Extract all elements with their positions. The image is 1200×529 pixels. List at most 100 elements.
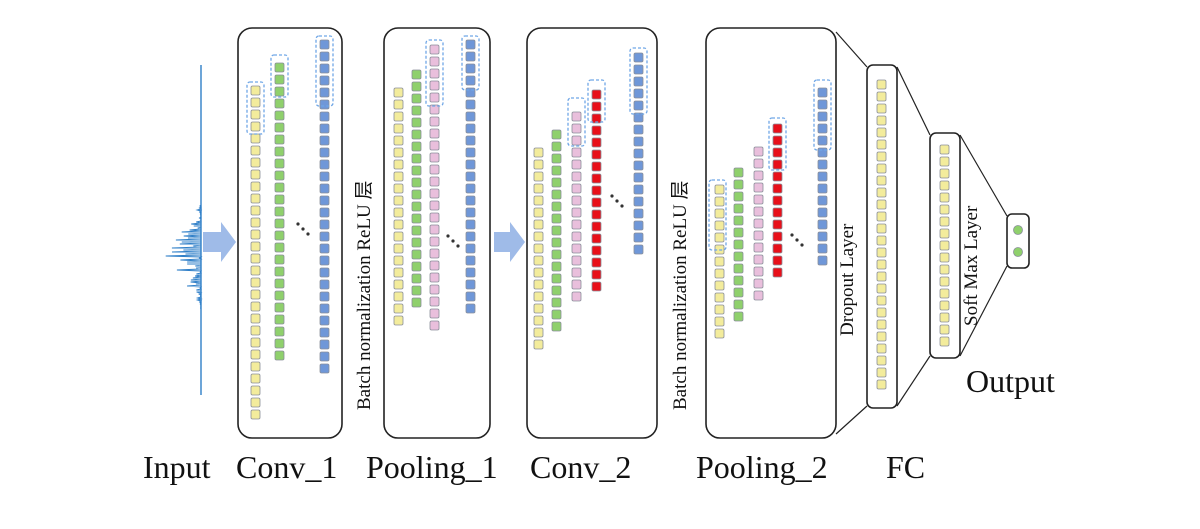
- pool1-cell-blue: [465, 135, 476, 146]
- pool2-cell-pink: [753, 266, 764, 277]
- pool1-cell-yellow: [393, 219, 404, 230]
- pool1-cell-yellow: [393, 135, 404, 146]
- conv1-cell-yellow: [250, 169, 261, 180]
- pool1-cell-yellow: [393, 159, 404, 170]
- pool2-cell-yellow: [714, 256, 725, 267]
- signal-trace: [165, 65, 203, 395]
- pool2-kernel-window: [708, 179, 727, 251]
- conv2-cell-yellow: [533, 291, 544, 302]
- pool1-cell-yellow: [393, 123, 404, 134]
- conv1-cell-yellow: [250, 157, 261, 168]
- pool2-cell-blue: [817, 171, 828, 182]
- pool1-cell-blue: [465, 303, 476, 314]
- vertical-dots-icon: [301, 227, 305, 231]
- conv2-cell-yellow: [533, 339, 544, 350]
- pool1-cell-pink: [429, 128, 440, 139]
- fc-neuron: [876, 271, 887, 282]
- conv1-cell-blue: [319, 351, 330, 362]
- conv2-cell-pink: [571, 171, 582, 182]
- conv2-cell-blue: [633, 76, 644, 87]
- softmax-box: [929, 132, 961, 359]
- conv1-cell-yellow: [250, 253, 261, 264]
- pool1-cell-blue: [465, 243, 476, 254]
- pool2-cell-blue: [817, 207, 828, 218]
- pool1-cell-yellow: [393, 231, 404, 242]
- pool2-cell-blue: [817, 183, 828, 194]
- conv2-cell-green: [551, 321, 562, 332]
- conv1-box: [237, 27, 343, 439]
- pool2-cell-pink: [753, 170, 764, 181]
- conv1-cell-green: [274, 86, 285, 97]
- conv1-cell-blue: [319, 339, 330, 350]
- pool2-cell-yellow: [714, 184, 725, 195]
- conv1-cell-green: [274, 62, 285, 73]
- conv2-cell-red: [591, 281, 602, 292]
- pool1-cell-green: [411, 81, 422, 92]
- conv2-cell-green: [551, 189, 562, 200]
- conv2-cell-green: [551, 273, 562, 284]
- pool1-cell-green: [411, 117, 422, 128]
- conv1-cell-green: [274, 278, 285, 289]
- pool2-cell-yellow: [714, 196, 725, 207]
- pool1-cell-blue: [465, 207, 476, 218]
- softmax-neuron: [939, 312, 950, 323]
- pool1-cell-pink: [429, 212, 440, 223]
- pool1-cell-yellow: [393, 171, 404, 182]
- pool1-cell-blue: [465, 267, 476, 278]
- pool2-cell-pink: [753, 290, 764, 301]
- pool1-cell-pink: [429, 80, 440, 91]
- vertical-dots-icon: [446, 234, 450, 238]
- conv2-cell-blue: [633, 208, 644, 219]
- vertical-dots-icon: [296, 222, 300, 226]
- pool1-cell-yellow: [393, 255, 404, 266]
- conv1-cell-green: [274, 170, 285, 181]
- pool2-cell-green: [733, 251, 744, 262]
- conv2-cell-yellow: [533, 315, 544, 326]
- fc-caption: FC: [886, 449, 926, 485]
- conv2-cell-green: [551, 261, 562, 272]
- conv1-cell-yellow: [250, 85, 261, 96]
- conv2-box: [526, 27, 658, 439]
- pool1-cell-blue: [465, 279, 476, 290]
- conv2-kernel-window: [567, 97, 586, 147]
- pool2-cell-blue: [817, 255, 828, 266]
- conv1-cell-yellow: [250, 145, 261, 156]
- conv1-cell-green: [274, 290, 285, 301]
- pool1-cell-pink: [429, 140, 440, 151]
- pool1-cell-green: [411, 285, 422, 296]
- conv2-cell-pink: [571, 183, 582, 194]
- conv2-cell-blue: [633, 172, 644, 183]
- conv1-cell-green: [274, 122, 285, 133]
- pool1-cell-green: [411, 297, 422, 308]
- pool2-fc-line-top: [835, 31, 868, 68]
- conv2-cell-red: [591, 257, 602, 268]
- conv2-cell-red: [591, 221, 602, 232]
- conv1-cell-blue: [319, 123, 330, 134]
- pool1-cell-pink: [429, 164, 440, 175]
- conv1-cell-green: [274, 230, 285, 241]
- dropout-layer-label: Dropout Layer: [837, 223, 858, 336]
- fc-box: [866, 64, 898, 409]
- pool2-cell-red: [772, 159, 783, 170]
- pool2-cell-green: [733, 167, 744, 178]
- pool1-cell-pink: [429, 68, 440, 79]
- vertical-dots-icon: [795, 238, 799, 242]
- conv2-cell-red: [591, 173, 602, 184]
- conv1-cell-green: [274, 338, 285, 349]
- conv1-cell-blue: [319, 207, 330, 218]
- conv1-cell-yellow: [250, 361, 261, 372]
- conv2-cell-green: [551, 225, 562, 236]
- conv1-cell-yellow: [250, 409, 261, 420]
- vertical-dots-icon: [451, 239, 455, 243]
- pool1-cell-green: [411, 213, 422, 224]
- pool1-cell-yellow: [393, 147, 404, 158]
- conv1-cell-blue: [319, 327, 330, 338]
- fc-neuron: [876, 79, 887, 90]
- pool2-cell-yellow: [714, 268, 725, 279]
- pool1-cell-green: [411, 177, 422, 188]
- conv2-cell-pink: [571, 279, 582, 290]
- conv1-cell-yellow: [250, 277, 261, 288]
- conv2-cell-green: [551, 177, 562, 188]
- conv2-cell-blue: [633, 148, 644, 159]
